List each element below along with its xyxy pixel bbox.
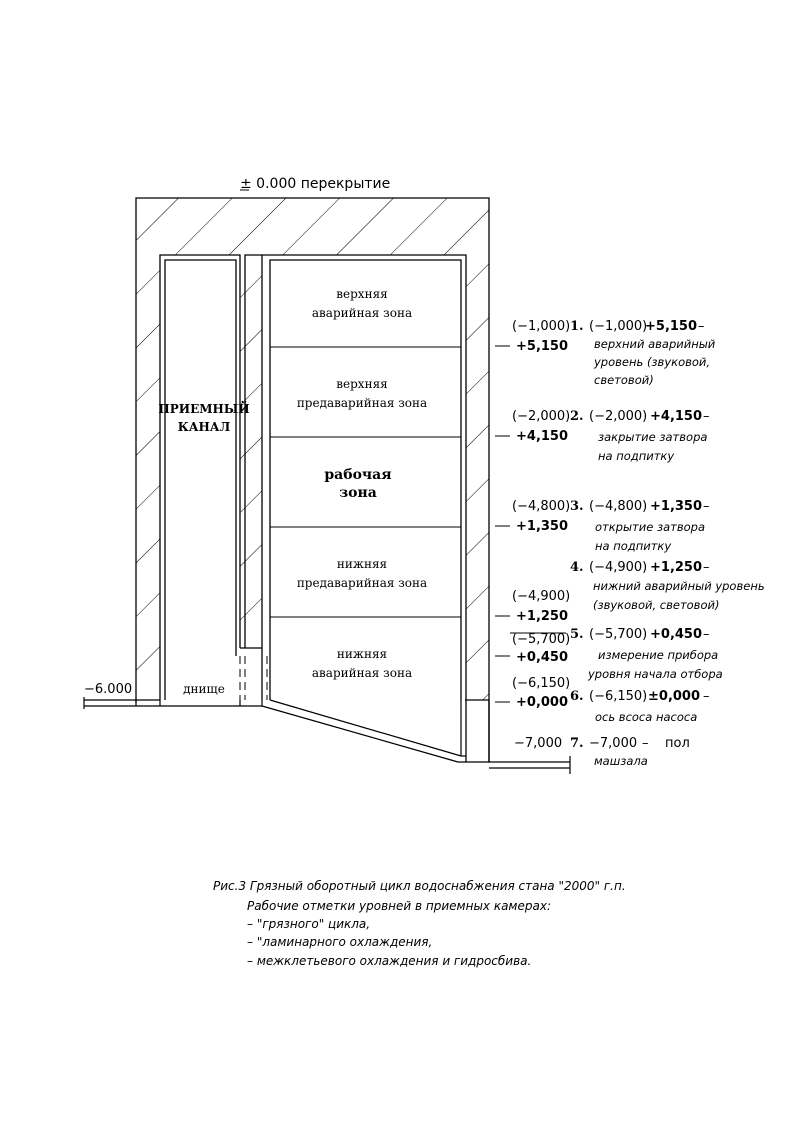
legend-1-line2: уровень (звуковой, bbox=[593, 355, 710, 369]
mark-3-b: +1,350 bbox=[516, 519, 568, 534]
legend-7-line1: машзала bbox=[594, 754, 648, 768]
mark-2-b: +4,150 bbox=[516, 429, 568, 444]
bottom-label: днище bbox=[183, 682, 225, 696]
left-level-label: −6.000 bbox=[84, 682, 132, 697]
mark-4-b: +1,250 bbox=[516, 609, 568, 624]
legend-item-4: 4. (−4,900) +1,250 – нижний аварийный ур… bbox=[570, 560, 765, 612]
legend-7-num: 7. bbox=[570, 736, 584, 751]
legend-2-num: 2. bbox=[570, 409, 584, 424]
legend-3-num: 3. bbox=[570, 499, 584, 514]
legend-5-line2: уровня начала отбора bbox=[587, 667, 723, 681]
legend-2-head: (−2,000) bbox=[589, 409, 647, 424]
zone-5-line1: нижняя bbox=[337, 647, 387, 661]
legend-4-line1: нижний аварийный уровень bbox=[593, 579, 765, 593]
legend-6-num: 6. bbox=[570, 689, 584, 704]
caption-line-5: – межклетьевого охлаждения и гидросбива. bbox=[247, 954, 531, 968]
mark-5-b: +0,450 bbox=[516, 650, 568, 665]
outer-walls bbox=[135, 197, 570, 763]
legend-2-tail: – bbox=[703, 409, 710, 424]
legend-1-tail: – bbox=[698, 319, 705, 334]
zone-3-line1: рабочая bbox=[324, 467, 391, 483]
legend-3-tail: – bbox=[703, 499, 710, 514]
legend-5-bold: +0,450 bbox=[650, 627, 702, 642]
zone-5-line2: аварийная зона bbox=[312, 666, 412, 680]
legend-7-head: −7,000 bbox=[589, 736, 637, 751]
hatched-walls bbox=[136, 198, 489, 700]
legend-2-bold: +4,150 bbox=[650, 409, 702, 424]
legend-3-line2: на подпитку bbox=[595, 539, 671, 553]
legend-4-bold: +1,250 bbox=[650, 560, 702, 575]
mark-4-a: (−4,900) bbox=[512, 589, 570, 604]
zone-3-line2: зона bbox=[339, 485, 377, 501]
mark-5-a: (−5,700) bbox=[512, 632, 570, 647]
legend-6-tail: – bbox=[703, 689, 710, 704]
level-ticks bbox=[495, 345, 566, 703]
legend-1-line3: световой) bbox=[594, 373, 654, 387]
legend-3-head: (−4,800) bbox=[589, 499, 647, 514]
floor-lines bbox=[83, 697, 571, 774]
legend-6-head: (−6,150) bbox=[589, 689, 647, 704]
legend-4-tail: – bbox=[703, 560, 710, 575]
mark-6-a: (−6,150) bbox=[512, 676, 570, 691]
zone-2-line2: предаварийная зона bbox=[297, 396, 427, 410]
zone-labels: верхняя аварийная зона верхняя предавари… bbox=[297, 287, 427, 680]
caption-line-2: Рабочие отметки уровней в приемных камер… bbox=[247, 899, 551, 913]
mark-3-a: (−4,800) bbox=[512, 499, 570, 514]
caption-line-4: – "ламинарного охлаждения, bbox=[247, 935, 432, 949]
legend-1-head: (−1,000) bbox=[589, 319, 647, 334]
channel-label-2: КАНАЛ bbox=[178, 420, 231, 434]
zone-2-line1: верхняя bbox=[336, 377, 387, 391]
legend-5-head: (−5,700) bbox=[589, 627, 647, 642]
legend-6-line1: ось всоса насоса bbox=[595, 710, 697, 724]
legend-item-6: 6. (−6,150) ±0,000 – ось всоса насоса bbox=[570, 689, 710, 724]
legend-item-2: 2. (−2,000) +4,150 – закрытие затвора на… bbox=[570, 409, 710, 463]
legend-4-line2: (звуковой, световой) bbox=[593, 598, 719, 612]
zone-4-line2: предаварийная зона bbox=[297, 576, 427, 590]
legend-6-bold: ±0,000 bbox=[648, 689, 700, 704]
mark-1-a: (−1,000) bbox=[512, 319, 570, 334]
level-legend: 1. (−1,000) +5,150 – верхний аварийный у… bbox=[570, 319, 765, 768]
mark-7-a: −7,000 bbox=[514, 736, 562, 751]
legend-item-7: 7. −7,000 – пол машзала bbox=[570, 736, 690, 768]
gate-dashed bbox=[239, 656, 268, 700]
legend-3-bold: +1,350 bbox=[650, 499, 702, 514]
zone-4-line1: нижняя bbox=[337, 557, 387, 571]
legend-item-3: 3. (−4,800) +1,350 – открытие затвора на… bbox=[570, 499, 710, 553]
caption-line-3: – "грязного" цикла, bbox=[247, 917, 370, 931]
legend-item-5: 5. (−5,700) +0,450 – измерение прибора у… bbox=[570, 627, 723, 681]
figure-caption: Рис.3 Грязный оборотный цикл водоснабжен… bbox=[213, 879, 626, 968]
zone-1-line1: верхняя bbox=[336, 287, 387, 301]
level-marks: (−1,000) +5,150 (−2,000) +4,150 (−4,800)… bbox=[512, 319, 570, 751]
legend-3-line1: открытие затвора bbox=[595, 520, 705, 534]
legend-4-num: 4. bbox=[570, 560, 584, 575]
zone-dividers bbox=[270, 346, 461, 618]
legend-1-line1: верхний аварийный bbox=[594, 337, 716, 351]
legend-4-head: (−4,900) bbox=[589, 560, 647, 575]
legend-2-line2: на подпитку bbox=[598, 449, 674, 463]
legend-7-tail: – пол bbox=[642, 736, 690, 751]
top-level-label: ± 0.000 перекрытие bbox=[240, 176, 390, 192]
channel-label-1: ПРИЕМНЫЙ bbox=[158, 400, 249, 416]
mark-2-a: (−2,000) bbox=[512, 409, 570, 424]
legend-1-num: 1. bbox=[570, 319, 584, 334]
legend-5-line1: измерение прибора bbox=[598, 648, 718, 662]
mark-6-b: +0,000 bbox=[516, 695, 568, 710]
legend-item-1: 1. (−1,000) +5,150 – верхний аварийный у… bbox=[570, 319, 716, 387]
mark-1-b: +5,150 bbox=[516, 339, 568, 354]
caption-line-1: Рис.3 Грязный оборотный цикл водоснабжен… bbox=[213, 879, 626, 893]
legend-5-num: 5. bbox=[570, 627, 584, 642]
legend-1-bold: +5,150 bbox=[645, 319, 697, 334]
legend-5-tail: – bbox=[703, 627, 710, 642]
legend-2-line1: закрытие затвора bbox=[598, 430, 707, 444]
zone-1-line2: аварийная зона bbox=[312, 306, 412, 320]
